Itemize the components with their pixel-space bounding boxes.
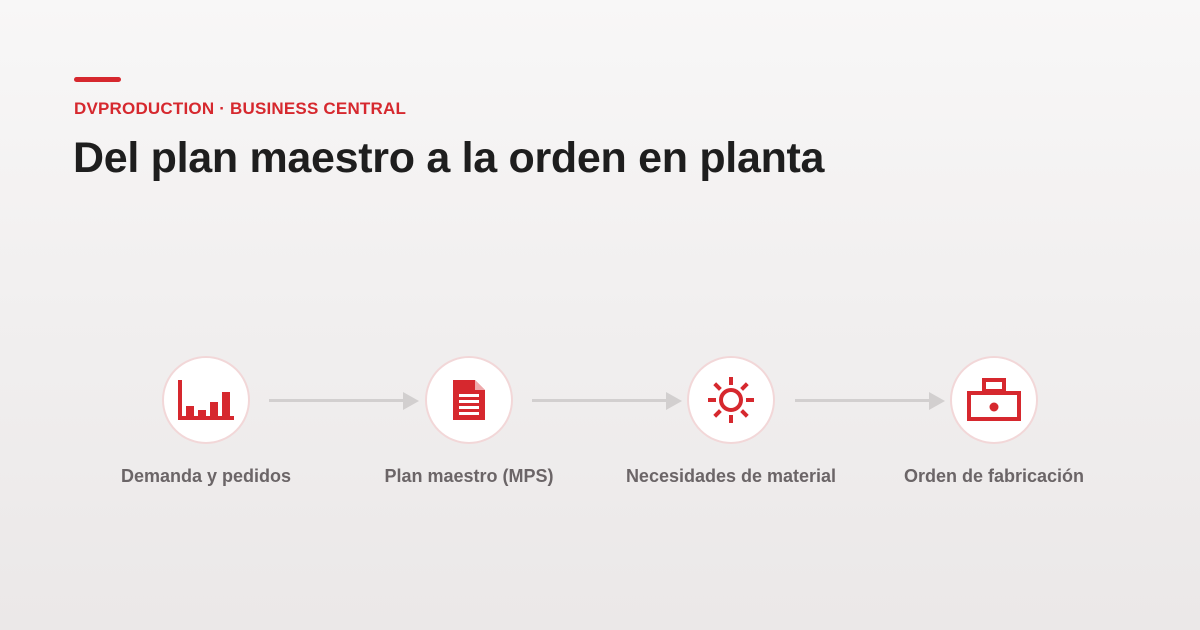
flow-step-material: Necesidades de material xyxy=(601,356,861,496)
step-label: Plan maestro (MPS) xyxy=(384,466,554,486)
flow-arrow xyxy=(532,391,684,411)
flow-step-mps: Plan maestro (MPS) xyxy=(339,356,599,496)
flow-step-order: Orden de fabricación xyxy=(864,356,1124,496)
flow-arrow xyxy=(269,391,421,411)
step-label: Necesidades de material xyxy=(625,466,837,486)
step-circle xyxy=(425,356,513,444)
step-circle xyxy=(162,356,250,444)
sun-gear-icon xyxy=(707,376,755,424)
machine-icon xyxy=(966,377,1022,423)
step-circle xyxy=(950,356,1038,444)
step-label: Demanda y pedidos xyxy=(120,466,292,486)
step-label: Orden de fabricación xyxy=(903,466,1085,486)
step-circle xyxy=(687,356,775,444)
accent-bar xyxy=(74,77,121,82)
flow-step-demand: Demanda y pedidos xyxy=(76,356,336,496)
eyebrow-label: DVPRODUCTION · BUSINESS CENTRAL xyxy=(74,99,407,118)
document-icon xyxy=(451,378,487,422)
bar-chart-icon xyxy=(176,378,236,422)
page-title: Del plan maestro a la orden en planta xyxy=(73,134,825,182)
flow-arrow xyxy=(795,391,947,411)
